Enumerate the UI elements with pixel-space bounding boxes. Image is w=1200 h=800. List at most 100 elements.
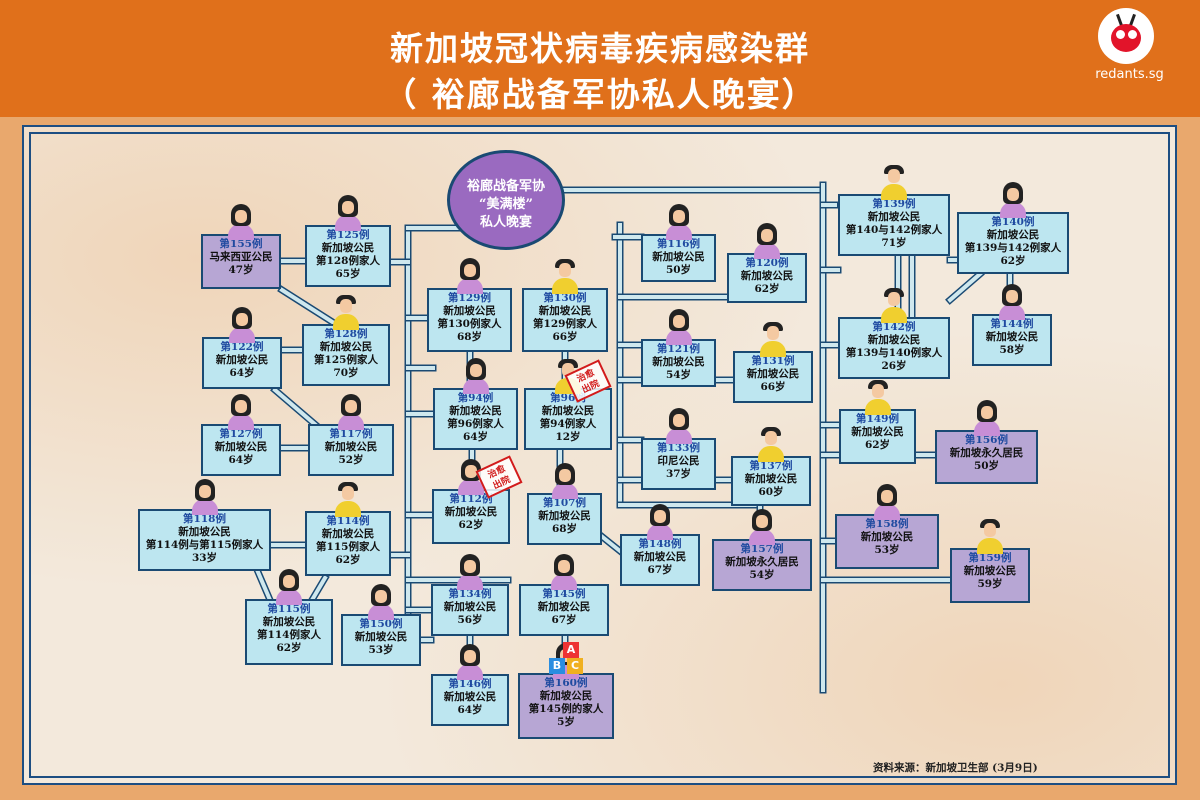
female-person-icon bbox=[228, 394, 254, 430]
case-id: 第131例 bbox=[751, 355, 795, 367]
case-detail: 62岁 bbox=[276, 642, 302, 654]
case-detail: 第96例家人 bbox=[447, 418, 504, 430]
female-person-icon bbox=[749, 509, 775, 545]
case-detail: 新加坡公民 bbox=[746, 368, 800, 380]
case-detail: 新加坡公民 bbox=[985, 331, 1039, 343]
case-detail: 第139与140例家人 bbox=[845, 347, 943, 359]
male-person-icon bbox=[552, 258, 578, 294]
connector-line bbox=[947, 271, 983, 303]
case-detail: 新加坡公民 bbox=[214, 441, 268, 453]
case-id: 第137例 bbox=[749, 460, 793, 472]
female-person-icon bbox=[338, 394, 364, 430]
case-detail: 65岁 bbox=[335, 268, 361, 280]
hub-line2: “美满楼” bbox=[479, 197, 533, 212]
case-detail: 新加坡公民 bbox=[538, 305, 592, 317]
female-person-icon bbox=[457, 554, 483, 590]
case-id: 第142例 bbox=[872, 321, 916, 333]
case-id: 第144例 bbox=[990, 318, 1034, 330]
case-detail: 新加坡公民 bbox=[321, 528, 375, 540]
case-detail: 54岁 bbox=[749, 569, 775, 581]
case-id: 第116例 bbox=[657, 238, 700, 250]
case-detail: 第115例家人 bbox=[316, 541, 380, 553]
male-person-icon bbox=[864, 379, 891, 415]
case-detail: 第129例家人 bbox=[533, 318, 597, 330]
case-id: 第160例 bbox=[544, 677, 588, 689]
female-person-icon bbox=[665, 309, 692, 345]
event-hub-node: 裕廊战备军协 “美满楼” 私人晚宴 bbox=[447, 150, 565, 250]
case-id: 第150例 bbox=[359, 618, 403, 630]
case-detail: 64岁 bbox=[229, 367, 255, 379]
female-person-icon bbox=[276, 569, 302, 605]
case-id: 第114例 bbox=[326, 515, 370, 527]
case-detail: 马来西亚公民 bbox=[209, 251, 273, 263]
case-detail: 62岁 bbox=[335, 554, 361, 566]
case-detail: 新加坡公民 bbox=[986, 229, 1040, 241]
case-detail: 62岁 bbox=[864, 439, 891, 451]
case-detail: 新加坡公民 bbox=[444, 506, 498, 518]
case-detail: 新加坡公民 bbox=[963, 565, 1017, 577]
case-detail: 58岁 bbox=[999, 344, 1025, 356]
case-detail: 37岁 bbox=[665, 468, 692, 480]
case-id: 第112例 bbox=[449, 493, 493, 505]
case-detail: 50岁 bbox=[665, 264, 692, 276]
female-person-icon bbox=[874, 484, 900, 520]
male-person-icon bbox=[881, 287, 907, 323]
case-id: 第121例 bbox=[657, 343, 700, 355]
hub-line1: 裕廊战备军协 bbox=[466, 179, 545, 194]
case-detail: 新加坡公民 bbox=[652, 356, 705, 368]
case-detail: 26岁 bbox=[881, 360, 907, 372]
case-detail: 59岁 bbox=[977, 578, 1003, 590]
male-person-icon bbox=[335, 481, 361, 517]
case-detail: 第145例的家人 bbox=[528, 703, 604, 715]
case-id: 第133例 bbox=[657, 442, 700, 454]
case-detail: 第139与142例家人 bbox=[964, 242, 1062, 254]
case-detail: 新加坡永久居民 bbox=[949, 447, 1024, 459]
case-detail: 印尼公民 bbox=[657, 455, 700, 467]
redants-logo-icon bbox=[1098, 8, 1154, 64]
female-person-icon bbox=[665, 204, 692, 240]
block-c: C bbox=[567, 658, 583, 674]
case-detail: 新加坡公民 bbox=[262, 616, 316, 628]
connector-line bbox=[309, 575, 328, 603]
case-detail: 12岁 bbox=[555, 431, 581, 443]
case-detail: 70岁 bbox=[333, 367, 359, 379]
case-detail: 50岁 bbox=[973, 460, 1000, 472]
case-detail: 新加坡永久居民 bbox=[725, 556, 799, 568]
block-b: B bbox=[549, 658, 565, 674]
case-detail: 52岁 bbox=[338, 454, 364, 466]
female-person-icon bbox=[647, 504, 673, 540]
case-detail: 67岁 bbox=[551, 614, 577, 626]
female-person-icon bbox=[458, 459, 484, 495]
toy-blocks-icon: A B C bbox=[549, 642, 597, 674]
case-detail: 66岁 bbox=[760, 381, 786, 393]
case-id: 第146例 bbox=[448, 678, 492, 690]
case-detail: 新加坡公民 bbox=[321, 242, 375, 254]
case-id: 第145例 bbox=[542, 588, 586, 600]
female-person-icon bbox=[228, 204, 254, 240]
case-detail: 新加坡公民 bbox=[539, 690, 593, 702]
case-detail: 新加坡公民 bbox=[652, 251, 705, 263]
case-detail: 新加坡公民 bbox=[867, 211, 921, 223]
female-person-icon bbox=[229, 307, 255, 343]
case-id: 第120例 bbox=[745, 257, 789, 269]
case-detail: 54岁 bbox=[665, 369, 692, 381]
case-detail: 47岁 bbox=[228, 264, 254, 276]
case-detail: 53岁 bbox=[368, 644, 394, 656]
case-detail: 67岁 bbox=[647, 564, 673, 576]
case-id: 第122例 bbox=[220, 341, 264, 353]
